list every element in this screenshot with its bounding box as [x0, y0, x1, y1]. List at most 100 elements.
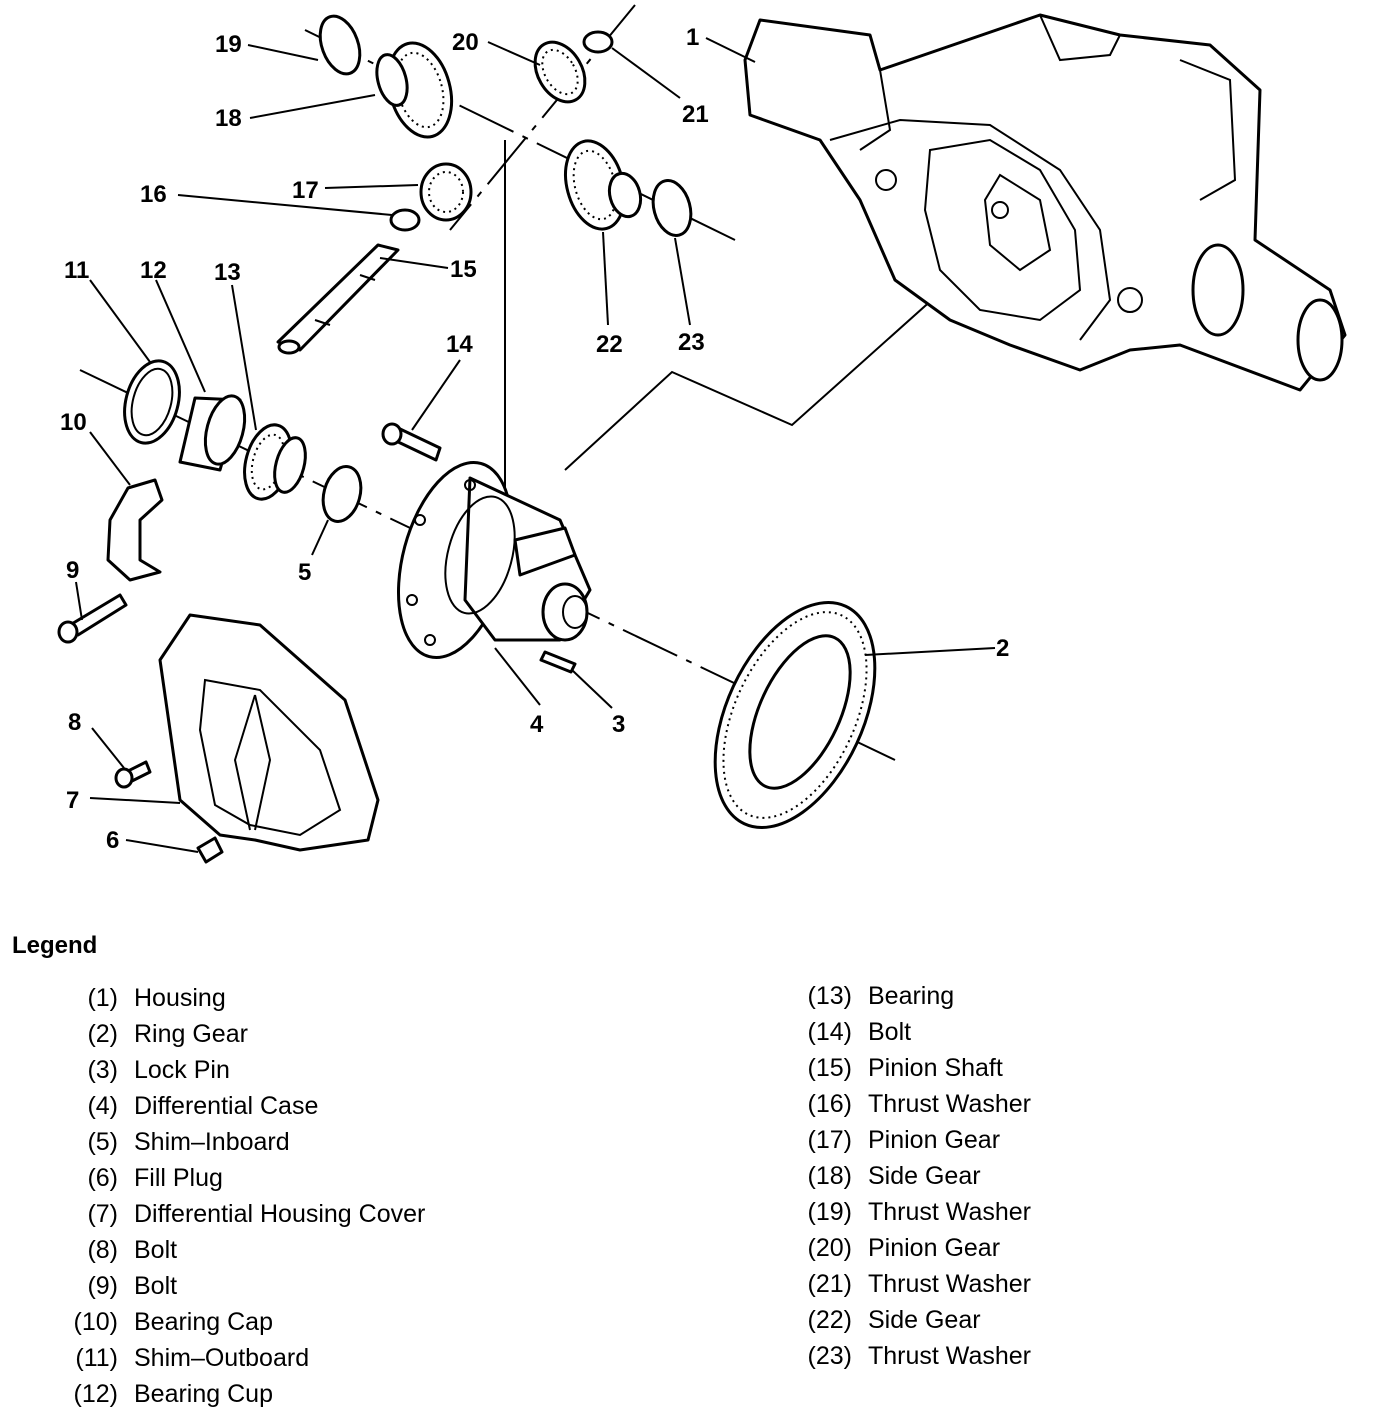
housing-leader-path	[564, 229, 1011, 471]
legend-item-number: (2)	[87, 1019, 118, 1048]
legend-item-number: (17)	[807, 1125, 852, 1154]
legend-item-label: Fill Plug	[134, 1163, 223, 1192]
legend-item-label: Bolt	[134, 1271, 178, 1300]
legend-item-label: Thrust Washer	[868, 1341, 1032, 1370]
legend-item-number: (6)	[87, 1163, 118, 1192]
exploded-view-diagram: 19 18 20 21 1 17 16 15 22 23 11 12 13 14…	[57, 4, 1347, 864]
legend-item-number: (4)	[87, 1091, 118, 1120]
shim-outboard	[123, 359, 181, 445]
bearing-cap	[106, 478, 164, 582]
leader-8	[91, 727, 125, 769]
legend-item-number: (3)	[87, 1055, 118, 1084]
legend-item: (18) Side Gear	[792, 1158, 1031, 1194]
legend-item: (19)Thrust Washer	[792, 1194, 1031, 1230]
callout-6: 6	[106, 827, 119, 854]
legend-item-label: Side Gear	[868, 1161, 981, 1190]
legend-item-number: (8)	[87, 1235, 118, 1264]
callout-18: 18	[215, 105, 242, 132]
leader-14	[411, 359, 461, 431]
legend-item-label: Thrust Washer	[868, 1089, 1032, 1118]
legend-item-label: Shim–Inboard	[134, 1127, 290, 1156]
leader-5	[311, 519, 329, 556]
legend-item: (9)Bolt	[58, 1268, 425, 1304]
legend-item-number: (1)	[87, 983, 118, 1012]
legend-item: (4) Differential Case	[58, 1088, 425, 1124]
thrust-washer-21	[582, 30, 614, 54]
callout-5: 5	[298, 559, 311, 586]
legend-item-number: (20)	[807, 1233, 852, 1262]
legend-item: (12)Bearing Cup	[58, 1376, 425, 1412]
legend-item-label: Bearing Cap	[134, 1307, 273, 1336]
leader-22	[602, 231, 609, 326]
legend-item-number: (18)	[807, 1161, 852, 1190]
callout-7: 7	[66, 787, 79, 814]
callout-16: 16	[140, 181, 167, 208]
legend-item: (8) Bolt	[58, 1232, 425, 1268]
axle-housing	[743, 13, 1347, 392]
legend-item: (17)Pinion Gear	[792, 1122, 1031, 1158]
legend-item: (14)Bolt	[792, 1014, 1031, 1050]
legend-item: (21)Thrust Washer	[792, 1266, 1031, 1302]
callout-19: 19	[215, 31, 242, 58]
legend-right-column: (13)Bearing (14)Bolt (15)Pinion Shaft (1…	[792, 978, 1031, 1374]
callout-21: 21	[682, 101, 709, 128]
legend-item-label: Thrust Washer	[868, 1269, 1032, 1298]
legend-item: (10)Bearing Cap	[58, 1304, 425, 1340]
legend-item-label: Ring Gear	[134, 1019, 248, 1048]
legend-item-number: (7)	[87, 1199, 118, 1228]
legend-item: (6) Fill Plug	[58, 1160, 425, 1196]
leader-6	[125, 839, 199, 853]
leader-10	[89, 431, 131, 486]
legend-item-number: (14)	[807, 1017, 852, 1046]
leader-16	[177, 194, 393, 216]
legend-item-number: (5)	[87, 1127, 118, 1156]
legend-item: (2) Ring Gear	[58, 1016, 425, 1052]
legend-item: (20) Pinion Gear	[792, 1230, 1031, 1266]
leader-4	[494, 647, 541, 706]
pinion-shaft	[276, 243, 400, 355]
legend-item-number: (15)	[807, 1053, 852, 1082]
legend-item: (13)Bearing	[792, 978, 1031, 1014]
legend-item: (1) Housing	[58, 980, 425, 1016]
differential-case	[396, 460, 592, 660]
bolt-9	[57, 593, 128, 644]
legend-item: (5) Shim–Inboard	[58, 1124, 425, 1160]
legend-item-label: Pinion Gear	[868, 1233, 1001, 1262]
bolt-8	[114, 760, 152, 789]
legend-item-label: Differential Case	[134, 1091, 319, 1120]
leader-2	[864, 647, 996, 656]
legend-item-label: Shim–Outboard	[134, 1343, 310, 1372]
diagram-canvas: 19 18 20 21 1 17 16 15 22 23 11 12 13 14…	[57, 4, 1347, 864]
legend-item: (7) Differential Housing Cover	[58, 1196, 425, 1232]
callout-8: 8	[68, 709, 81, 736]
leader-18	[249, 94, 376, 119]
legend-item-label: Differential Housing Cover	[134, 1199, 426, 1228]
bearing	[243, 423, 307, 501]
leader-12	[155, 279, 206, 393]
thrust-washer-16	[389, 208, 421, 232]
legend-item: (23)Thrust Washer	[792, 1338, 1031, 1374]
leader-7	[89, 797, 181, 804]
legend-item-label: Bolt	[134, 1235, 178, 1264]
legend-item-label: Housing	[134, 983, 226, 1012]
thrust-washer-23	[651, 179, 693, 237]
leader-9	[75, 581, 83, 621]
side-gear-lower	[564, 139, 643, 231]
fill-plug	[196, 836, 224, 864]
legend-item-number: (19)	[807, 1197, 852, 1226]
legend-item-label: Side Gear	[868, 1305, 981, 1334]
legend-item-number: (11)	[75, 1343, 118, 1372]
legend-item-label: Lock Pin	[134, 1055, 230, 1084]
legend-item-number: (16)	[807, 1089, 852, 1118]
leader-13	[231, 284, 257, 431]
leader-1	[705, 37, 756, 63]
pinion-gear-17	[419, 162, 473, 222]
leader-3	[571, 669, 613, 709]
callout-10: 10	[60, 409, 87, 436]
callout-2: 2	[996, 635, 1009, 662]
lock-pin	[539, 650, 577, 674]
leader-21	[611, 47, 681, 99]
callout-17: 17	[292, 177, 319, 204]
callout-14: 14	[446, 331, 473, 358]
callout-1: 1	[686, 24, 699, 51]
